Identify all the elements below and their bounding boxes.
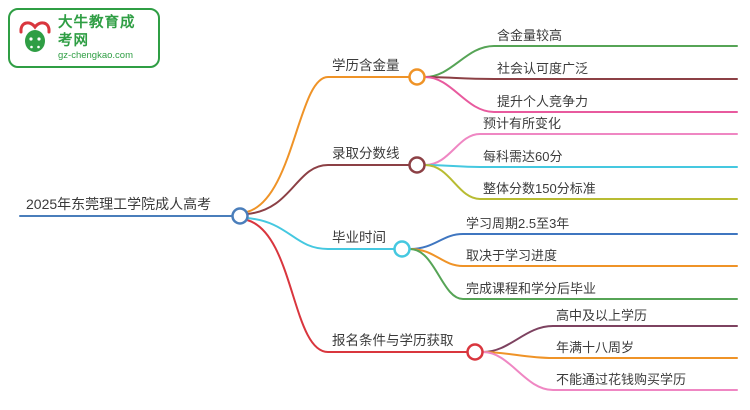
connector-b1-c2 — [424, 164, 738, 200]
root-junction-circle — [231, 207, 249, 225]
branch-2-junction-circle — [393, 240, 411, 258]
connector-root-branch-1 — [246, 164, 410, 215]
logo-text-block: 大牛教育成考网 gz-chengkao.com — [58, 14, 150, 62]
child-node: 取决于学习进度 — [466, 248, 558, 263]
child-node: 提升个人竞争力 — [497, 94, 589, 109]
connector-b2-c0 — [409, 233, 738, 250]
logo-title: 大牛教育成考网 — [58, 15, 136, 49]
connector-root-branch-0 — [246, 76, 410, 213]
connector-root-branch-2 — [246, 217, 395, 250]
connector-b1-c1 — [424, 164, 738, 168]
connector-b2-c2 — [409, 248, 738, 300]
branch-1-junction-circle — [408, 156, 426, 174]
child-node: 年满十八周岁 — [556, 340, 635, 355]
child-node: 每科需达60分 — [483, 149, 563, 164]
connector-b3-c2 — [482, 351, 738, 391]
branch-node-baoming-tiaojian: 报名条件与学历获取 — [332, 333, 454, 348]
site-logo: 大牛教育成考网 gz-chengkao.com — [8, 8, 160, 68]
logo-subtitle: gz-chengkao.com — [58, 50, 133, 61]
connector-b1-c0 — [424, 133, 738, 166]
child-node: 预计有所变化 — [483, 116, 562, 131]
connector-b3-c0 — [482, 325, 738, 353]
child-node: 整体分数150分标准 — [483, 181, 596, 196]
child-node: 社会认可度广泛 — [497, 61, 589, 76]
branch-node-luqu-fenshuxian: 录取分数线 — [332, 146, 400, 161]
branch-0-junction-circle — [408, 68, 426, 86]
child-node: 含金量较高 — [497, 28, 563, 43]
mindmap-root-node: 2025年东莞理工学院成人高考 — [26, 196, 212, 212]
child-node: 学习周期2.5至3年 — [466, 216, 570, 231]
child-node: 高中及以上学历 — [556, 308, 648, 323]
child-node: 不能通过花钱购买学历 — [556, 372, 687, 387]
connector-b0-c0 — [424, 45, 738, 78]
connector-b0-c2 — [424, 76, 738, 113]
branch-node-biye-shijian: 毕业时间 — [332, 230, 386, 245]
connector-root-branch-3 — [246, 219, 468, 353]
branch-3-junction-circle — [466, 343, 484, 361]
branch-node-xueli-hanjinliang: 学历含金量 — [332, 58, 400, 73]
child-node: 完成课程和学分后毕业 — [466, 281, 597, 296]
logo-bull-icon — [18, 18, 52, 59]
connector-b2-c1 — [409, 248, 738, 267]
